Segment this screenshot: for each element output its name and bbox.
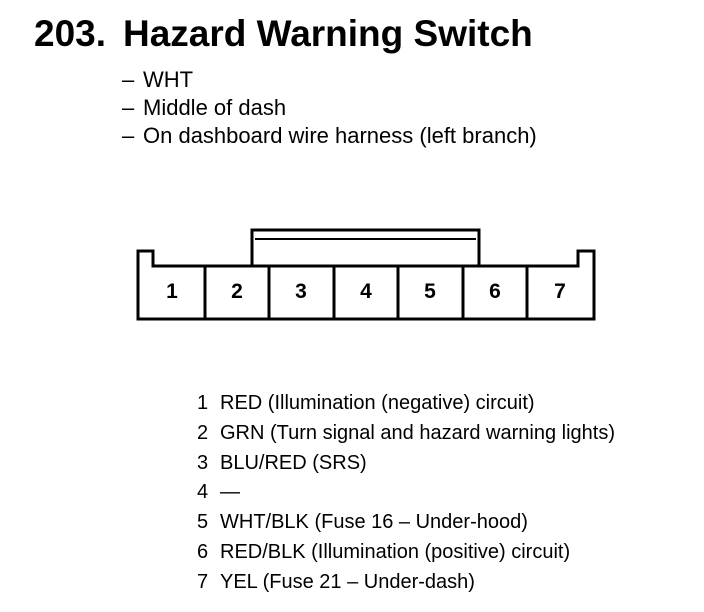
detail-color: –WHT bbox=[122, 66, 537, 94]
pin-number: 4 bbox=[197, 481, 209, 504]
pin-description: — bbox=[220, 481, 240, 504]
detail-dash: – bbox=[122, 123, 135, 148]
pin-label-2: 2 bbox=[231, 280, 243, 303]
detail-location: –Middle of dash bbox=[122, 94, 537, 122]
pinout-list: 1 RED (Illumination (negative) circuit) 2… bbox=[197, 389, 615, 598]
pin-description: BLU/RED (SRS) bbox=[220, 451, 367, 474]
connector-lock-tab bbox=[250, 228, 481, 266]
pinout-row: 3 BLU/RED (SRS) bbox=[197, 449, 615, 479]
detail-text: Middle of dash bbox=[143, 95, 287, 120]
section-number: 203. bbox=[34, 13, 107, 54]
pin-number: 3 bbox=[197, 451, 209, 474]
detail-dash: – bbox=[122, 95, 135, 120]
pinout-row: 1 RED (Illumination (negative) circuit) bbox=[197, 389, 615, 419]
pin-label-4: 4 bbox=[360, 280, 372, 303]
connector-details: –WHT –Middle of dash –On dashboard wire … bbox=[122, 66, 537, 150]
detail-dash: – bbox=[122, 67, 135, 92]
pin-description: WHT/BLK (Fuse 16 – Under-hood) bbox=[220, 511, 528, 534]
pin-label-3: 3 bbox=[295, 280, 307, 303]
detail-harness: –On dashboard wire harness (left branch) bbox=[122, 122, 537, 150]
pin-label-1: 1 bbox=[166, 280, 178, 303]
pin-description: RED/BLK (Illumination (positive) circuit… bbox=[220, 540, 571, 563]
connector-housing bbox=[136, 249, 596, 321]
detail-text: WHT bbox=[143, 67, 194, 92]
section-title: Hazard Warning Switch bbox=[123, 13, 533, 54]
pin-description: GRN (Turn signal and hazard warning ligh… bbox=[220, 421, 615, 444]
page-title: 203. Hazard Warning Switch bbox=[34, 12, 533, 56]
pin-label-6: 6 bbox=[489, 280, 501, 303]
pin-label-7: 7 bbox=[554, 280, 566, 303]
pin-label-5: 5 bbox=[424, 280, 436, 303]
pin-description: YEL (Fuse 21 – Under-dash) bbox=[220, 570, 475, 593]
pin-number: 2 bbox=[197, 421, 209, 444]
pin-number: 1 bbox=[197, 392, 209, 414]
pin-number: 5 bbox=[197, 511, 209, 534]
pin-number: 6 bbox=[197, 540, 209, 563]
pinout-row: 2 GRN (Turn signal and hazard warning lig… bbox=[197, 419, 615, 449]
pinout-row: 4— bbox=[197, 478, 615, 508]
pin-number: 7 bbox=[197, 570, 209, 593]
pin-description: RED (Illumination (negative) circuit) bbox=[220, 392, 535, 414]
detail-text: On dashboard wire harness (left branch) bbox=[143, 123, 537, 148]
pinout-row: 6 RED/BLK (Illumination (positive) circui… bbox=[197, 538, 615, 568]
pinout-row: 5 WHT/BLK (Fuse 16 – Under-hood) bbox=[197, 508, 615, 538]
pinout-row: 7 YEL (Fuse 21 – Under-dash) bbox=[197, 568, 615, 598]
